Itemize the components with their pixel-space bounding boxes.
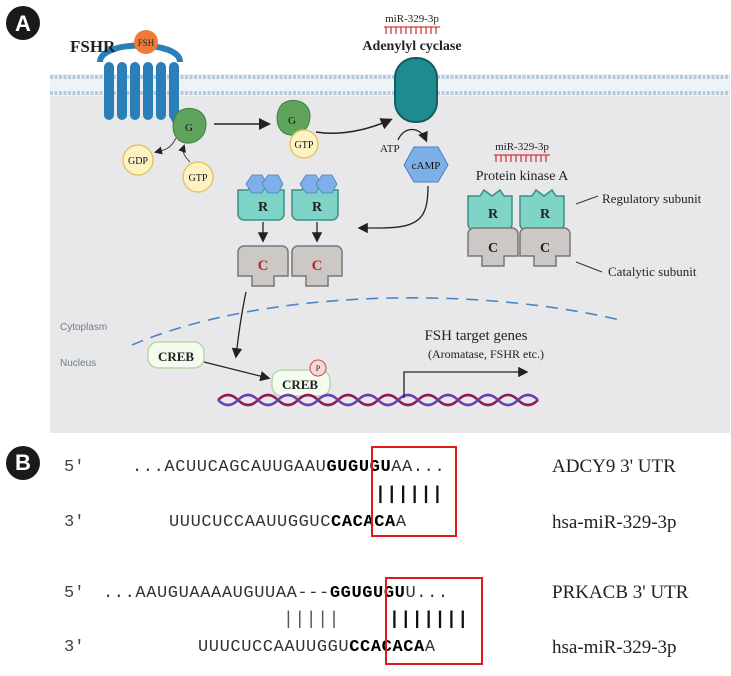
pka-r-label-2: R xyxy=(540,207,551,222)
adenylyl-cyclase-label: Adenylyl cyclase xyxy=(362,39,461,54)
nuclear-envelope xyxy=(131,297,621,346)
r-label-2: R xyxy=(312,200,323,215)
pka-c-label-2: C xyxy=(540,241,550,256)
catalytic-subunit-label: Catalytic subunit xyxy=(608,264,697,279)
pair2-3prime-end: 3' xyxy=(64,638,85,657)
gtp-label-1: GTP xyxy=(189,173,208,184)
pair1-mirna-suffix: A xyxy=(395,513,407,532)
creb-phosphorylation-arrow xyxy=(203,361,271,382)
pair1-target-seed: GUGUGU xyxy=(326,458,392,477)
gtp-label-2: GTP xyxy=(295,140,314,151)
mir-top-strand xyxy=(384,26,440,34)
gtp-molecule-2 xyxy=(289,129,319,159)
panel-a-badge xyxy=(6,6,40,40)
c-to-nucleus-arrow xyxy=(231,291,247,359)
pair1-target-label: ADCY9 3' UTR xyxy=(552,456,676,477)
mir-pka-strand xyxy=(494,154,550,162)
signaling-pathway-diagram: A FSHR FSH G GDP GTP G GTP miR-329-3p xyxy=(6,6,730,433)
g-protein-1 xyxy=(172,108,207,144)
atp-label: ATP xyxy=(380,143,400,155)
pair2-base-pairs-partial: ||||| xyxy=(283,610,341,630)
transcription-arrow xyxy=(403,366,529,398)
creb-inactive-label: CREB xyxy=(158,349,194,364)
g-protein-2-label: G xyxy=(288,115,296,127)
pair1-mirna-sequence: UUUCUCCAAUUGGUCCACACAA xyxy=(169,513,407,532)
pair2-5prime-end: 5' xyxy=(64,584,85,603)
fsh-label: FSH xyxy=(138,38,155,48)
pair2-seed-highlight-box xyxy=(385,577,483,665)
pair1-mirna-prefix: UUUCUCCAAUUGGUC xyxy=(169,513,332,532)
phosphate-group xyxy=(309,359,327,377)
adenylyl-cyclase xyxy=(394,57,438,123)
regulatory-subunit-label: Regulatory subunit xyxy=(602,191,702,206)
cytoplasm-background xyxy=(50,78,730,433)
cytoplasm-label: Cytoplasm xyxy=(60,322,107,333)
pair1-5prime-end: 5' xyxy=(64,458,85,477)
free-c-label-1: C xyxy=(258,258,269,274)
pka-c-label-1: C xyxy=(488,241,498,256)
target-genes-label: FSH target genes xyxy=(424,328,527,344)
pair2-target-prefix: ...AAUGUAAAAUGUUAA--- xyxy=(103,584,330,603)
r-label-1: R xyxy=(258,200,269,215)
pair1-mirna-seed: CACACA xyxy=(331,513,396,532)
target-genes-sub-label: (Aromatase, FSHR etc.) xyxy=(428,347,544,361)
creb-active-label: CREB xyxy=(282,377,318,392)
fshr-label: FSHR xyxy=(70,37,116,56)
gtp-binding-arrow xyxy=(178,144,191,163)
pka-holoenzyme xyxy=(467,188,571,267)
free-catalytic-subunits xyxy=(237,245,343,287)
creb-inactive xyxy=(147,341,205,369)
catalytic-subunit-pointer xyxy=(575,261,603,273)
pair2-target-label: PRKACB 3' UTR xyxy=(552,582,689,603)
gdp-release-arrow xyxy=(154,137,177,155)
mir-top-label: miR-329-3p xyxy=(385,13,439,25)
pair1-mirna-label: hsa-miR-329-3p xyxy=(552,512,677,533)
free-c-label-2: C xyxy=(312,258,323,274)
pair2-mirna-label: hsa-miR-329-3p xyxy=(552,637,677,658)
pair1-target-suffix: AA... xyxy=(391,458,446,477)
pair2-target-suffix: U... xyxy=(405,584,449,603)
g-protein-1-label: G xyxy=(185,122,193,134)
pair1-base-pairs: |||||| xyxy=(375,485,444,505)
pair2-mirna-suffix: A xyxy=(424,638,436,657)
panel-b-badge: B xyxy=(6,446,40,480)
camp-molecule xyxy=(403,146,449,183)
phosphate-label: P xyxy=(316,364,321,373)
camp-label: cAMP xyxy=(412,160,441,172)
mir-pka-label: miR-329-3p xyxy=(495,141,549,153)
pka-r-label-1: R xyxy=(488,207,499,222)
pka-camp-bound xyxy=(237,174,339,221)
fsh-ligand xyxy=(134,30,158,54)
atp-to-camp-arrow xyxy=(397,128,428,143)
ac-activation-arrow xyxy=(315,118,393,135)
protein-kinase-a-label: Protein kinase A xyxy=(476,169,569,184)
pair1-target-prefix: ...ACUUCAGCAUUGAAU xyxy=(132,458,327,477)
regulatory-subunit-pointer xyxy=(575,195,599,205)
gdp-molecule xyxy=(122,144,154,176)
pair1-seed-highlight-box xyxy=(371,446,457,537)
pair2-base-pairs: ||||||| xyxy=(389,610,469,630)
nucleus-label: Nucleus xyxy=(60,358,96,369)
pair2-mirna-prefix: UUUCUCCAAUUGGU xyxy=(198,638,350,657)
panel-a-badge-label: A xyxy=(15,11,31,36)
pair1-target-sequence: ...ACUUCAGCAUUGAAUGUGUGUAA... xyxy=(132,458,445,477)
gdp-label: GDP xyxy=(128,156,148,167)
dna-helix xyxy=(217,393,539,407)
gtp-molecule-1 xyxy=(182,161,214,193)
camp-to-pka-arrow xyxy=(357,185,429,234)
pair1-3prime-end: 3' xyxy=(64,513,85,532)
